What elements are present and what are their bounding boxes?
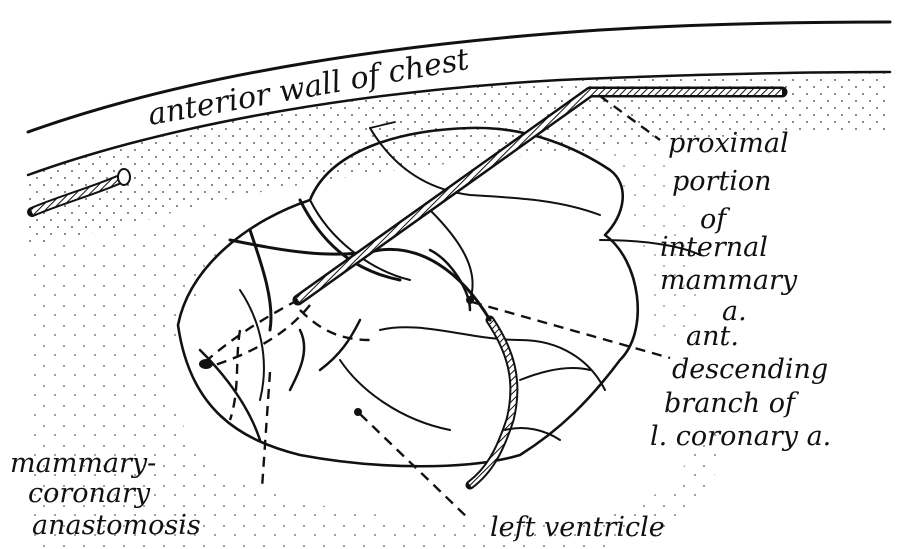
svg-text:portion: portion — [672, 166, 772, 197]
svg-text:mammary-: mammary- — [10, 448, 156, 479]
coronary-vessels — [200, 200, 590, 485]
svg-text:branch of: branch of — [664, 388, 799, 419]
anastomosis-site — [199, 359, 213, 369]
svg-text:ant.: ant. — [686, 321, 739, 352]
svg-text:proximal: proximal — [668, 128, 789, 159]
svg-text:coronary: coronary — [28, 478, 151, 509]
anastomosis-dashes — [205, 300, 370, 420]
label-left-ventricle: left ventricle — [490, 512, 665, 543]
svg-text:mammary: mammary — [660, 265, 798, 296]
svg-text:anastomosis: anastomosis — [32, 510, 201, 541]
svg-text:l. coronary a.: l. coronary a. — [650, 421, 831, 452]
svg-text:descending: descending — [672, 354, 828, 385]
svg-text:of: of — [700, 204, 730, 235]
svg-text:internal: internal — [660, 232, 768, 263]
label-descending-branch: ant. descending branch of l. coronary a. — [650, 321, 831, 452]
